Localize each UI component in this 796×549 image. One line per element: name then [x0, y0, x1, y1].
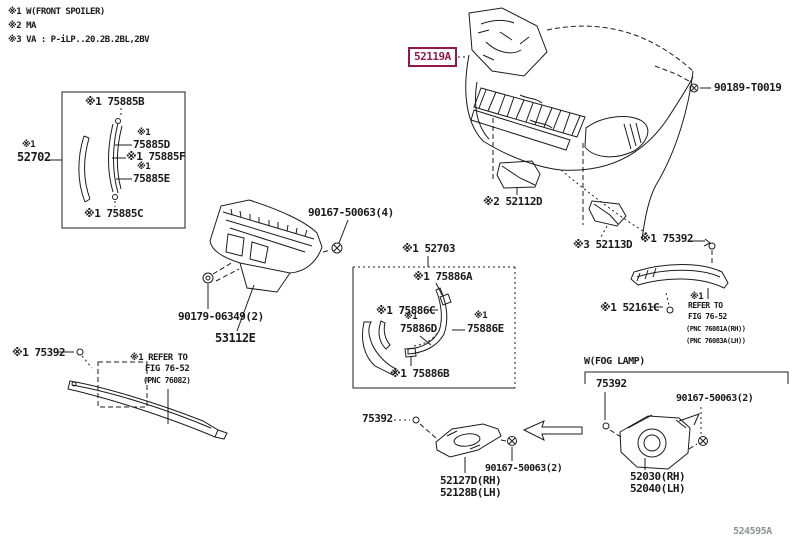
refer-right-line2: FIG 76-52 — [688, 312, 727, 321]
part-52161c[interactable]: ※1 52161C — [600, 301, 660, 314]
part-75886e[interactable]: 75886E — [467, 322, 504, 335]
ref-right-star: ※1 — [690, 292, 704, 302]
fog-lamp-cover-drawing — [394, 416, 583, 473]
part-90167-50063-4[interactable]: 90167-50063(4) — [308, 206, 394, 219]
side-retainer-strip-drawing — [630, 238, 729, 314]
refer-right-line1: REFER TO — [688, 301, 723, 310]
part-52119a[interactable]: 52119A — [408, 47, 457, 67]
group-wfog-lamp: W(FOG LAMP) — [584, 356, 645, 367]
part-75886c[interactable]: ※1 75886C — [376, 304, 436, 317]
refer-left-line2: FIG 76-52 — [145, 364, 190, 374]
part-90179-06349-2[interactable]: 90179-06349(2) — [178, 310, 264, 323]
ref-52702: ※1 — [22, 140, 36, 150]
part-90167-50063-2-center[interactable]: 90167-50063(2) — [485, 463, 563, 474]
bumper-pad-52112d-drawing — [496, 160, 541, 195]
part-90189-t0019[interactable]: 90189-T0019 — [714, 81, 782, 94]
part-90167-50063-2-fog[interactable]: 90167-50063(2) — [676, 393, 754, 404]
part-52040[interactable]: 52040(LH) — [630, 482, 686, 495]
part-75885c[interactable]: ※1 75885C — [84, 207, 144, 220]
note-va: ※3 VA : P-iLP..20.2B.2BL,2BV — [8, 35, 150, 45]
part-52113d[interactable]: ※3 52113D — [573, 238, 633, 251]
part-75886d[interactable]: 75886D — [400, 322, 437, 335]
part-53112e[interactable]: 53112E — [215, 331, 256, 345]
fog-lamp-assembly-drawing — [584, 371, 789, 470]
refer-right-line4: (PNC 76083A(LH)) — [686, 337, 746, 345]
note-front-spoiler: ※1 W(FRONT SPOILER) — [8, 7, 105, 17]
part-75392-fog[interactable]: 75392 — [596, 377, 627, 390]
part-75392-right[interactable]: ※1 75392 — [640, 232, 694, 245]
part-52030[interactable]: 52030(RH) — [630, 470, 686, 483]
part-52702[interactable]: 52702 — [17, 150, 51, 164]
ref-75885e: ※1 — [137, 162, 151, 172]
part-75886b[interactable]: ※1 75886B — [390, 367, 450, 380]
refer-left-line3: (PNC 76082) — [143, 376, 191, 385]
spoiler-retainer-box-drawing — [46, 91, 186, 229]
part-52703[interactable]: ※1 52703 — [402, 242, 456, 255]
clip-90189-drawing — [689, 83, 711, 93]
part-75392-bottom-left[interactable]: ※1 75392 — [12, 346, 66, 359]
part-75885d[interactable]: 75885D — [133, 138, 170, 151]
front-spoiler-strip-drawing — [58, 348, 228, 440]
front-bumper-drawing — [458, 7, 694, 241]
diagram-id: 524595A — [733, 526, 772, 537]
spoiler-moulding-box-drawing — [352, 256, 516, 389]
ref-75886d: ※1 — [404, 312, 418, 322]
part-75885b[interactable]: ※1 75885B — [85, 95, 145, 108]
ref-75885d: ※1 — [137, 128, 151, 138]
part-52112d[interactable]: ※2 52112D — [483, 195, 543, 208]
ref-75886e: ※1 — [474, 311, 488, 321]
part-75885f[interactable]: ※1 75885F — [126, 150, 186, 163]
refer-right-line3: (PNC 76081A(RH)) — [686, 325, 746, 333]
radiator-grille-drawing — [202, 199, 349, 332]
part-75886a[interactable]: ※1 75886A — [413, 270, 473, 283]
refer-left-line1: ※1 REFER TO — [130, 353, 188, 363]
bumper-pad-52113d-drawing — [588, 200, 627, 238]
part-52128b[interactable]: 52128B(LH) — [440, 486, 502, 499]
note-ma: ※2 MA — [8, 21, 36, 31]
part-75885e[interactable]: 75885E — [133, 172, 170, 185]
part-75392-bottom-center[interactable]: 75392 — [362, 412, 393, 425]
part-52127d[interactable]: 52127D(RH) — [440, 474, 502, 487]
